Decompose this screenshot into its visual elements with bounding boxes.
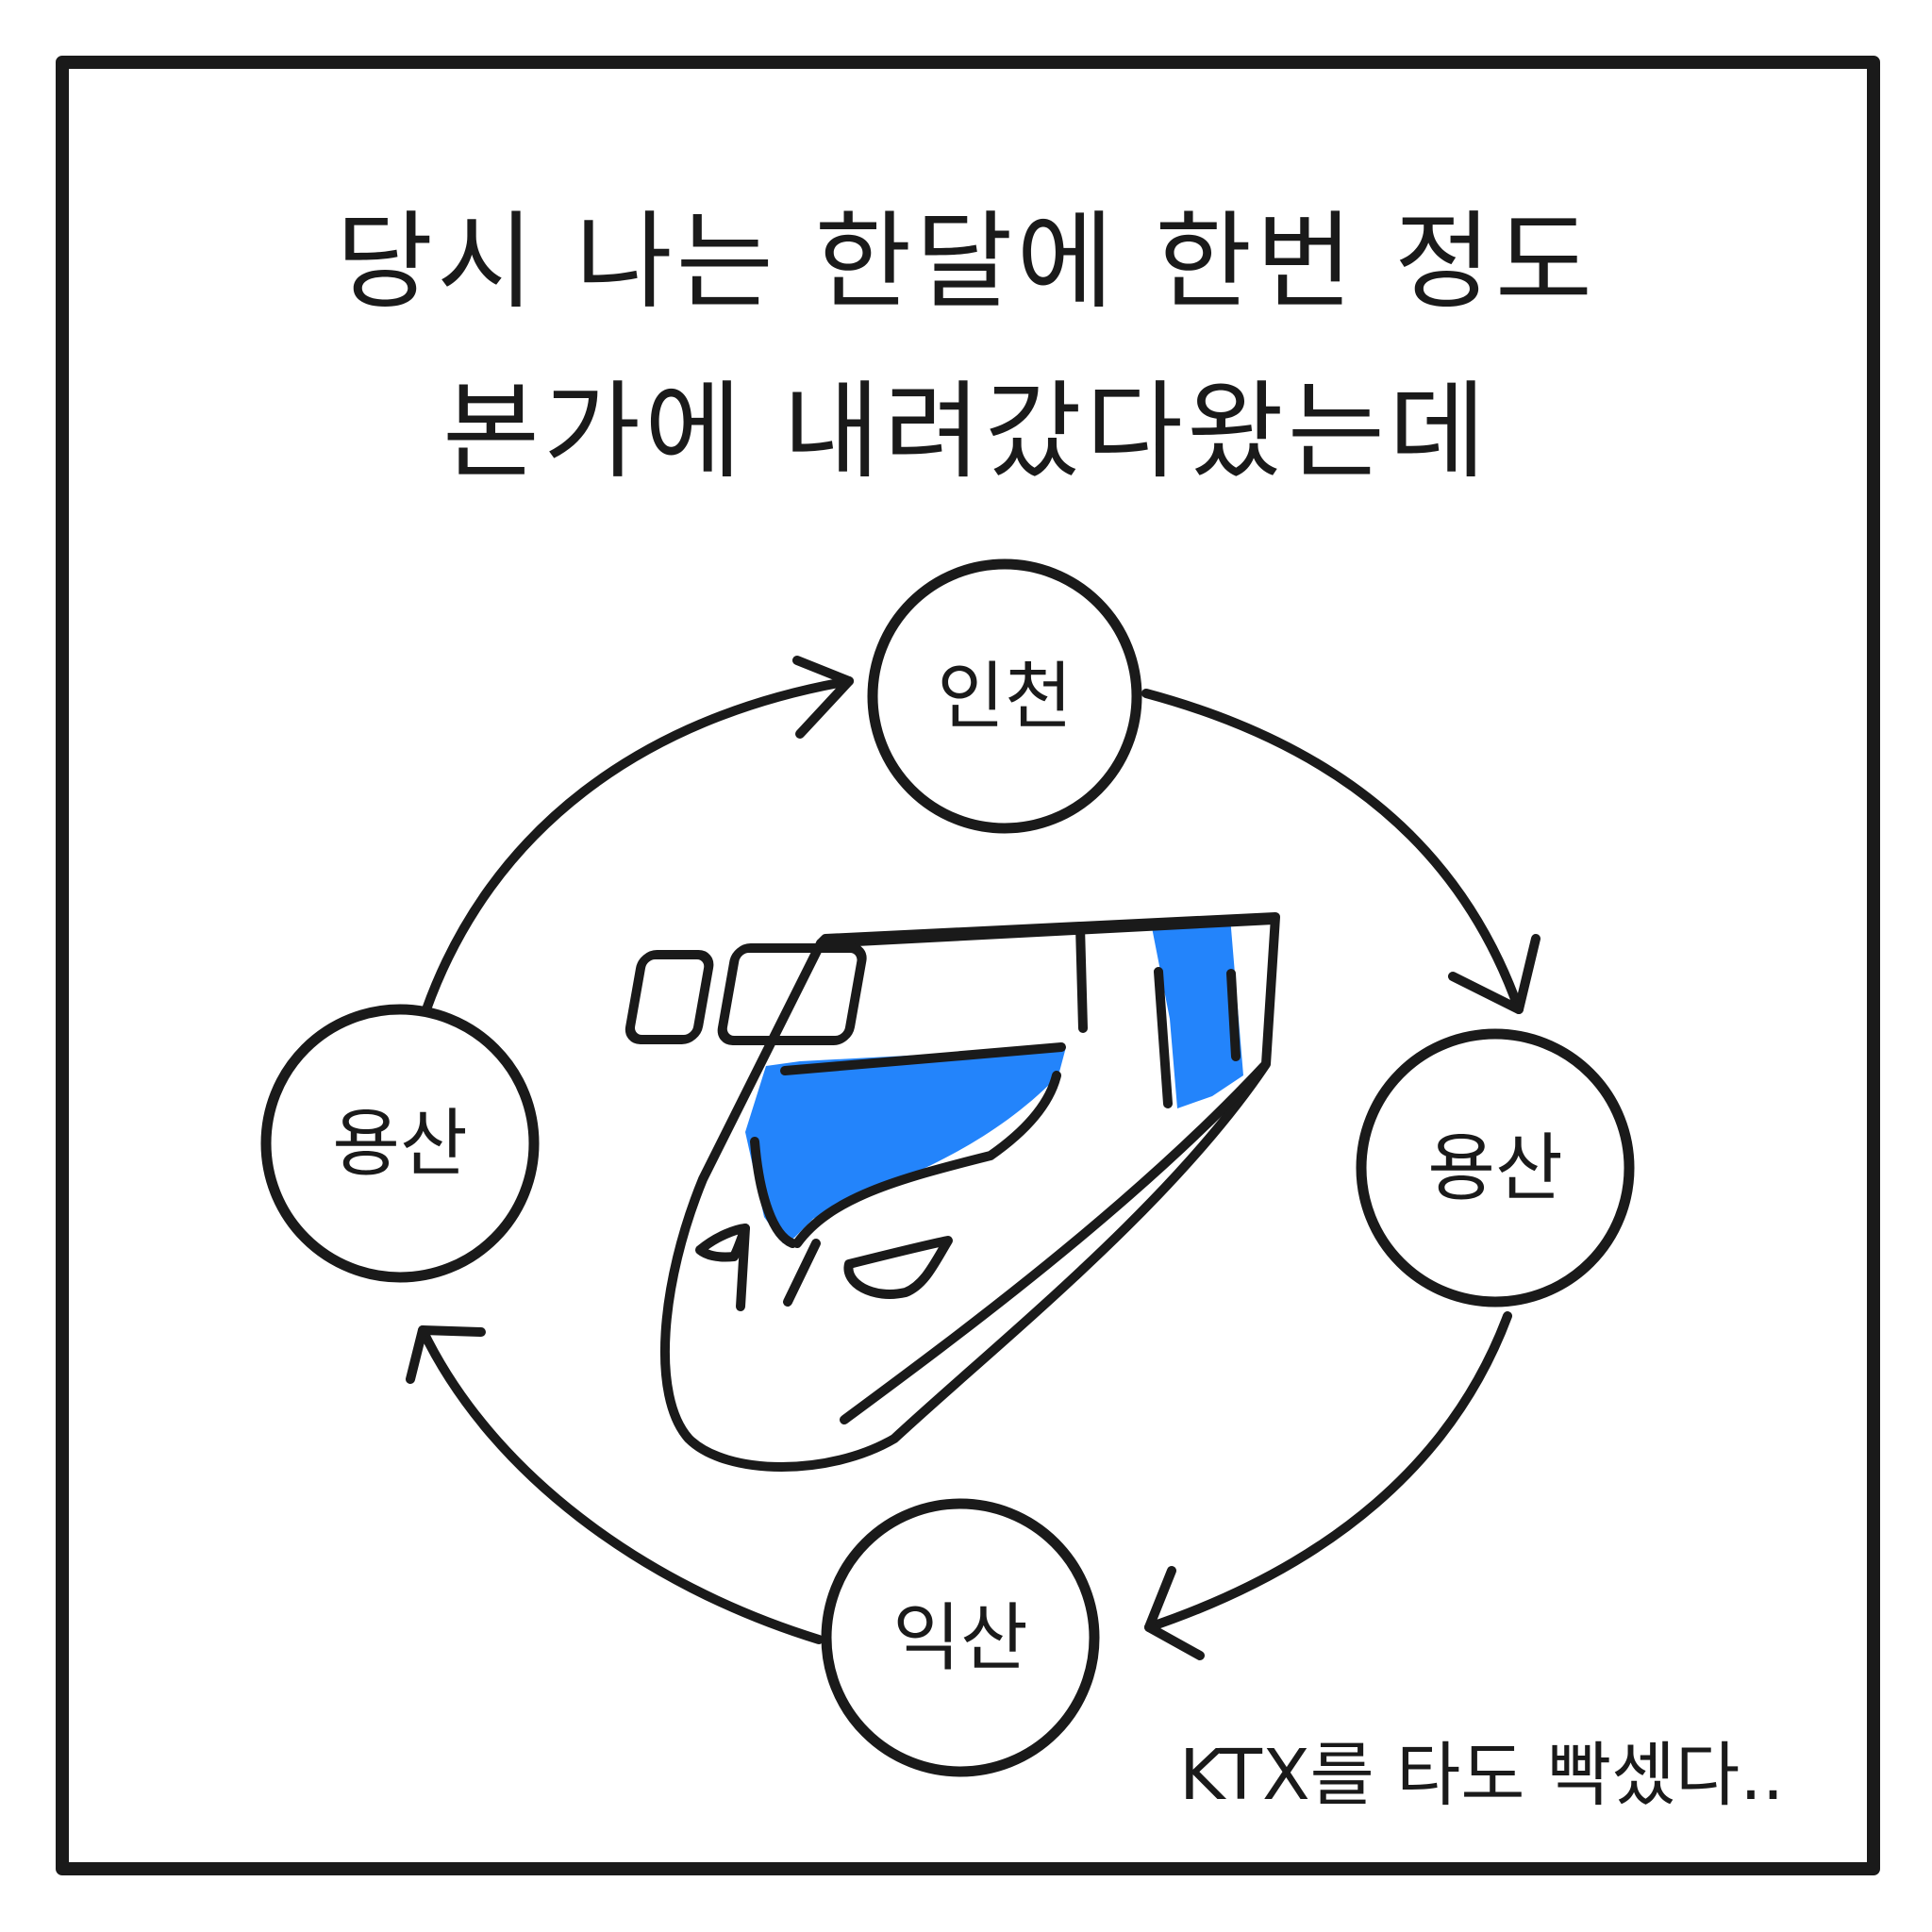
caption-line-2: 본가에 내려갔다왔는데 (441, 371, 1490, 493)
caption-line-1: 당시 나는 한달에 한번 정도 (336, 201, 1596, 324)
arrow-top-to-right (1141, 689, 1524, 1014)
arrow-icon (406, 1325, 486, 1384)
arrow-right-to-bottom (1144, 1311, 1512, 1632)
station-circle-left (260, 1004, 540, 1283)
arrow-left-to-top (422, 676, 854, 1014)
panel-border (56, 56, 1880, 1875)
arrow-icon (792, 656, 854, 739)
station-label-left: 용산 (332, 1102, 468, 1187)
station-circle-right (1356, 1028, 1635, 1307)
station-label-bottom: 익산 (892, 1596, 1028, 1681)
arrow-icon (1144, 1566, 1205, 1660)
train-icon (625, 912, 1280, 1472)
footnote-text: KTX를 타도 빡셌다.. (1179, 1735, 1785, 1816)
station-circle-bottom (821, 1498, 1100, 1777)
station-circle-top (867, 558, 1142, 834)
arrow-bottom-to-left (418, 1325, 824, 1644)
station-label-top: 인천 (937, 655, 1073, 740)
arrow-icon (1448, 934, 1541, 1014)
station-label-right: 용산 (1427, 1126, 1563, 1211)
